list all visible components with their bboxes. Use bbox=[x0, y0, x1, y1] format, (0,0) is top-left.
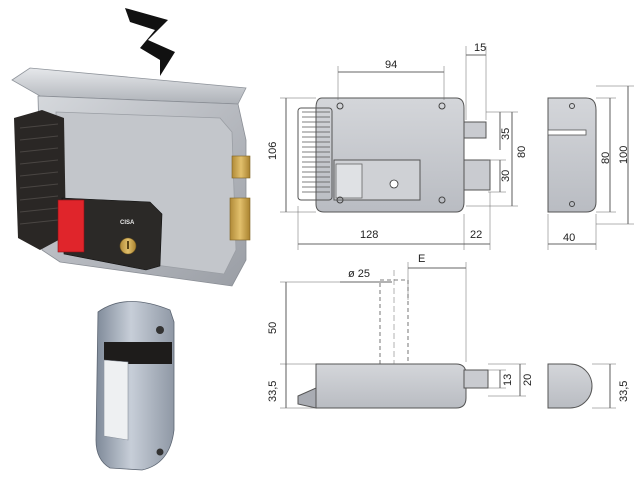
front-view-drawing: 94 15 106 128 22 35 30 80 bbox=[267, 42, 528, 250]
lightning-bolt-icon bbox=[125, 8, 175, 76]
dim-e: E bbox=[418, 253, 425, 265]
dim-106: 106 bbox=[267, 142, 279, 160]
dim-80-side: 80 bbox=[600, 152, 612, 164]
dim-30: 30 bbox=[500, 170, 512, 182]
end-view-drawing: 33,5 bbox=[547, 363, 630, 409]
dim-80-front: 80 bbox=[516, 146, 528, 158]
cylinder-housing bbox=[61, 197, 163, 271]
latch-bolt bbox=[231, 155, 251, 179]
striker-band bbox=[104, 342, 172, 364]
striker-plate-photo bbox=[95, 301, 175, 471]
dim-diameter-25: ø 25 bbox=[348, 268, 370, 280]
dim-100: 100 bbox=[618, 146, 630, 164]
dead-bolt bbox=[229, 197, 251, 241]
dim-13: 13 bbox=[502, 374, 514, 386]
dim-33-5-plan: 33,5 bbox=[267, 381, 279, 402]
dim-33-5-end: 33,5 bbox=[618, 381, 630, 402]
dim-50: 50 bbox=[267, 322, 279, 334]
dim-94: 94 bbox=[385, 59, 397, 71]
dim-15: 15 bbox=[474, 42, 486, 54]
plan-view-drawing: ø 25 E 50 33,5 13 20 bbox=[267, 253, 534, 409]
brand-logo: CISA bbox=[120, 220, 135, 226]
dim-40: 40 bbox=[563, 232, 575, 244]
side-view-drawing: 80 100 40 bbox=[547, 85, 634, 250]
electric-rim-lock-photo: CISA bbox=[11, 67, 251, 287]
dim-128: 128 bbox=[360, 229, 378, 241]
dim-22: 22 bbox=[470, 229, 482, 241]
red-release-button bbox=[57, 199, 85, 253]
black-handle bbox=[14, 110, 66, 250]
dim-20: 20 bbox=[522, 374, 534, 386]
dim-35: 35 bbox=[500, 128, 512, 140]
